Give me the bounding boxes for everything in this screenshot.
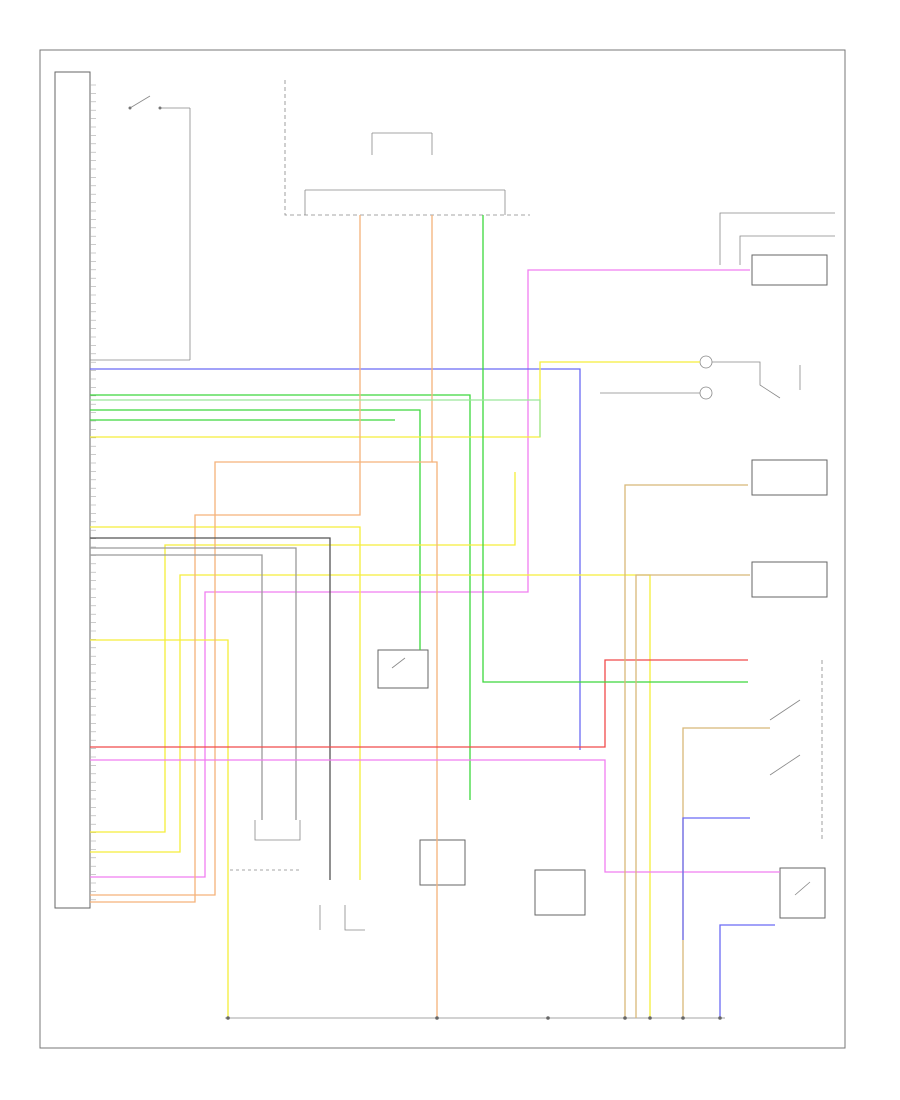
wire-orange-12	[432, 461, 438, 1018]
wire-gray-14	[90, 547, 297, 820]
ground-splice-1	[435, 1016, 439, 1020]
wire-green-18	[482, 215, 748, 683]
wire-gray-13	[90, 554, 263, 820]
seat-belt-switch-left	[779, 867, 826, 919]
seat-belt-switch-right	[769, 660, 823, 840]
wire-orange-10	[90, 215, 433, 896]
occupant-classification	[719, 212, 835, 286]
connector-block	[54, 71, 96, 909]
passenger-airbag	[751, 561, 828, 598]
wire-layer	[90, 215, 780, 1020]
pretensioner-right	[319, 905, 365, 931]
ground-splice-5	[681, 1016, 685, 1020]
wire-yellow-8	[90, 639, 229, 1018]
wire-lightgreen-24	[90, 399, 541, 437]
wire-red-16	[90, 659, 748, 748]
instrument-cluster	[284, 80, 530, 216]
wire-tan-21	[682, 727, 770, 1018]
wire-tan-19	[624, 484, 748, 1018]
wire-yellow-7	[90, 574, 651, 1018]
wire-green-3	[90, 409, 421, 650]
wire-dark-15	[90, 537, 331, 880]
pretensioner-left	[230, 820, 301, 871]
ground-splice-3	[623, 1016, 627, 1020]
seat-position-sensor	[377, 649, 429, 689]
wire-blue-1	[90, 368, 581, 750]
wire-pink-17	[90, 759, 780, 873]
ground-splice-0	[226, 1016, 230, 1020]
wire-yellow-9	[90, 472, 516, 833]
wire-green-2	[90, 394, 471, 800]
connector-pin-ticks	[90, 84, 96, 901]
driver-airbag	[751, 459, 828, 496]
wire-blue-23	[719, 924, 775, 1018]
ground-splice-2	[546, 1016, 550, 1020]
wire-blue-22	[682, 817, 750, 940]
wire-yellow-6	[90, 526, 361, 880]
wire-pink-0	[90, 269, 750, 878]
diagram-frame	[39, 49, 846, 1049]
ground-splice-4	[648, 1016, 652, 1020]
ignition-switch	[90, 95, 191, 361]
wire-orange-11	[90, 215, 361, 903]
ground-splice-6	[718, 1016, 722, 1020]
wire-tan-20	[635, 574, 750, 1018]
